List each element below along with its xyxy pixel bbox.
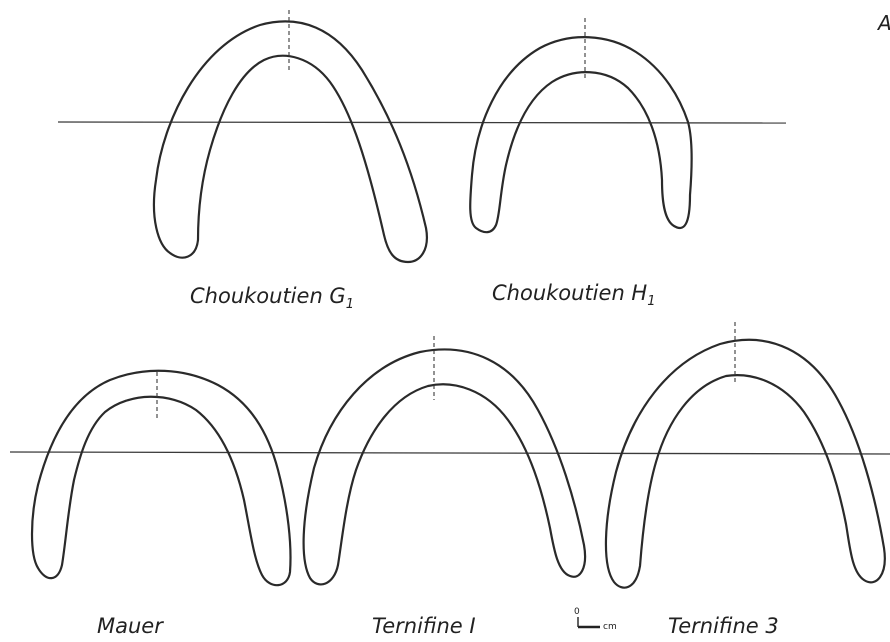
specimen-label: Mauer	[97, 614, 164, 638]
corner-mark: A	[876, 11, 890, 35]
specimen-ternifine-1: Ternifine I	[302, 336, 587, 638]
bottom-reference-line	[9, 451, 890, 455]
dental-arch-outline	[302, 348, 587, 586]
dental-arch-outline	[152, 20, 428, 264]
specimen-label: Ternifine 3	[668, 614, 779, 638]
specimen-ternifine-3: Ternifine 3	[604, 322, 886, 638]
top-reference-line	[57, 121, 787, 124]
specimen-choukoutien-g1: Choukoutien G1	[152, 10, 428, 312]
dental-arch-outline	[604, 338, 886, 589]
specimen-mauer: Mauer	[30, 369, 292, 638]
dental-arch-outline	[469, 36, 693, 234]
specimen-label: Ternifine I	[372, 614, 476, 638]
specimen-label: Choukoutien G1	[190, 284, 354, 312]
specimen-label: Choukoutien H1	[492, 281, 656, 309]
specimen-choukoutien-h1: Choukoutien H1	[469, 18, 693, 309]
scale-unit-label: cm	[603, 622, 617, 632]
scale-zero-label: 0	[574, 607, 580, 617]
dental-arch-outline	[30, 369, 292, 587]
scale-bar: 0 cm	[574, 607, 617, 632]
